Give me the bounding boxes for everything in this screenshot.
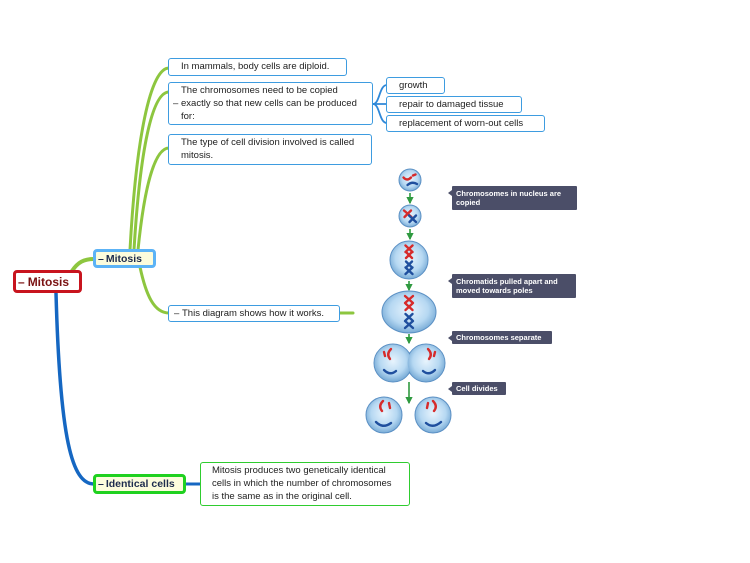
- collapse-icon[interactable]: –: [18, 274, 25, 289]
- note-text: Mitosis produces two genetically identic…: [212, 465, 392, 502]
- chromosome-red: [379, 399, 437, 413]
- root-topic-label: Mitosis: [27, 274, 70, 289]
- callout-chromosomes-copied: Chromosomes in nucleus are copied: [448, 186, 577, 210]
- cell-membrane: [381, 290, 437, 334]
- note-diagram[interactable]: – This diagram shows how it works.: [168, 305, 340, 322]
- topic-identical-cells[interactable]: – Identical cells: [93, 474, 186, 494]
- cell-stage-1: [398, 168, 422, 192]
- note-text: In mammals, body cells are diploid.: [181, 61, 330, 72]
- chromosome-red: [403, 294, 415, 312]
- collapse-icon[interactable]: –: [173, 98, 179, 109]
- cell-stage-4: [381, 290, 437, 334]
- cell-interior: [374, 344, 412, 382]
- collapse-icon[interactable]: –: [98, 478, 104, 490]
- note-text: growth: [399, 80, 428, 91]
- branch-root-to-mitosis: [70, 257, 96, 273]
- callout-text: Chromatids pulled apart and moved toward…: [456, 277, 558, 295]
- callout-text: Chromosomes in nucleus are copied: [456, 189, 562, 207]
- daughter-cell: [365, 396, 403, 434]
- branch-to-diagram-note: [138, 265, 171, 315]
- topic-mitosis[interactable]: – Mitosis: [93, 249, 156, 268]
- note-text: This diagram shows how it works.: [182, 308, 325, 319]
- chromosome-red: [402, 173, 417, 181]
- cell-membrane: [389, 240, 429, 280]
- chromosome-blue: [403, 312, 415, 330]
- callout-text: Chromosomes separate: [456, 333, 542, 342]
- chromosome-blue: [374, 420, 443, 427]
- note-repair[interactable]: repair to damaged tissue: [386, 96, 522, 113]
- mitosis-diagram: [365, 168, 452, 434]
- note-text: repair to damaged tissue: [399, 99, 504, 110]
- chromosome-red: [382, 347, 437, 361]
- note-text: replacement of worn-out cells: [399, 118, 524, 129]
- branch-to-division-note: [136, 146, 171, 252]
- chromosome-blue: [407, 214, 418, 224]
- chromosome-red: [404, 244, 414, 260]
- note-chromosomes-copied[interactable]: – The chromosomes need to be copied exac…: [168, 82, 373, 125]
- cell-stage-2: [398, 204, 422, 228]
- cell-membrane: [398, 168, 422, 192]
- cell-interior: [407, 344, 445, 382]
- branch-to-replacement: [372, 103, 388, 124]
- callout-chromosomes-separate: Chromosomes separate: [448, 331, 552, 344]
- cell-stage-6: [365, 396, 452, 434]
- branch-to-growth: [372, 84, 388, 105]
- cell-stage-5: [373, 343, 446, 383]
- collapse-icon[interactable]: –: [174, 308, 180, 319]
- daughter-cell: [414, 396, 452, 434]
- chromosome-blue: [382, 368, 437, 375]
- note-diploid[interactable]: In mammals, body cells are diploid.: [168, 58, 347, 76]
- note-text: The chromosomes need to be copied exactl…: [181, 85, 357, 122]
- topic-label: Mitosis: [105, 252, 143, 265]
- topic-label: Identical cells: [105, 478, 175, 490]
- chromosome-blue: [406, 181, 419, 187]
- callout-chromatids-pulled-apart: Chromatids pulled apart and moved toward…: [448, 274, 576, 298]
- note-text: The type of cell division involved is ca…: [181, 137, 355, 161]
- root-topic-mitosis[interactable]: – Mitosis: [13, 270, 82, 293]
- note-growth[interactable]: growth: [386, 77, 445, 94]
- chromosome-blue: [404, 260, 414, 276]
- branches: [54, 66, 388, 486]
- cell-stage-3: [389, 240, 429, 280]
- callout-cell-divides: Cell divides: [448, 382, 506, 395]
- branch-to-copy-note: [132, 90, 171, 252]
- note-identical-cells[interactable]: Mitosis produces two genetically identic…: [200, 462, 410, 506]
- callout-text: Cell divides: [456, 384, 498, 393]
- branch-to-diploid-note: [128, 66, 171, 252]
- collapse-icon[interactable]: –: [98, 252, 104, 265]
- note-replacement[interactable]: replacement of worn-out cells: [386, 115, 545, 132]
- branch-root-to-identical-cells: [54, 291, 96, 486]
- note-division-type[interactable]: The type of cell division involved is ca…: [168, 134, 372, 165]
